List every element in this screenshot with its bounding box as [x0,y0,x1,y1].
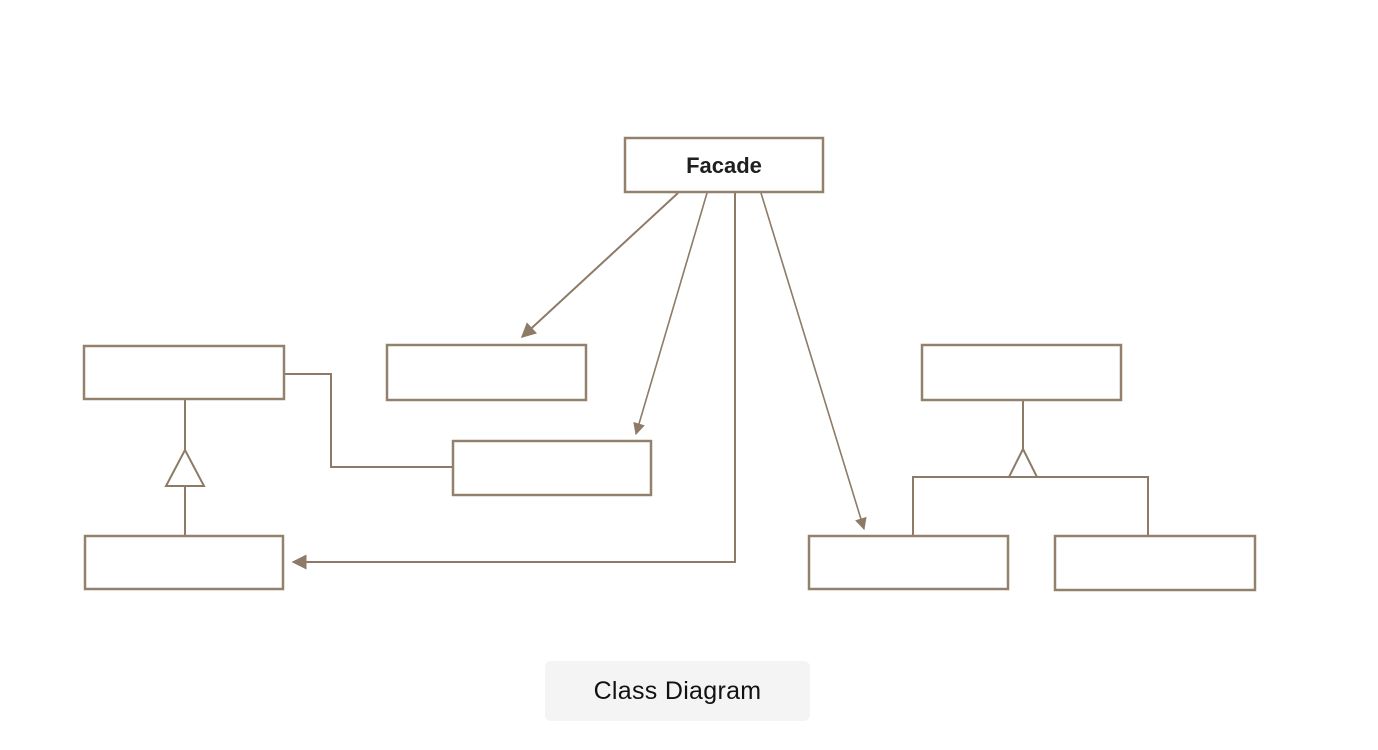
connector-facade-to-left-bottom [291,193,736,570]
class-node-mid-top[interactable] [385,343,588,402]
generalization-triangle-icon [1007,446,1039,478]
connector-facade-to-right-bottom-left [760,192,867,531]
connector-right-generalization-branches [912,476,1149,536]
class-node-left-top[interactable] [82,344,286,401]
class-node-right-top[interactable] [920,343,1123,402]
class-node-right-bottom-right[interactable] [1053,534,1257,592]
connector-facade-to-mid-lower [633,192,708,436]
class-node-facade[interactable] [623,136,825,194]
facade-node-label: Facade [686,153,762,178]
connector-facade-to-mid-top [520,192,679,339]
connector-left-top-to-mid-lower [285,373,453,468]
class-node-left-bottom[interactable] [83,534,285,591]
generalization-triangle-icon [164,447,206,487]
class-node-right-bottom-left[interactable] [807,534,1010,591]
class-node-mid-lower[interactable] [451,439,653,497]
diagram-caption: Class Diagram [545,661,810,721]
